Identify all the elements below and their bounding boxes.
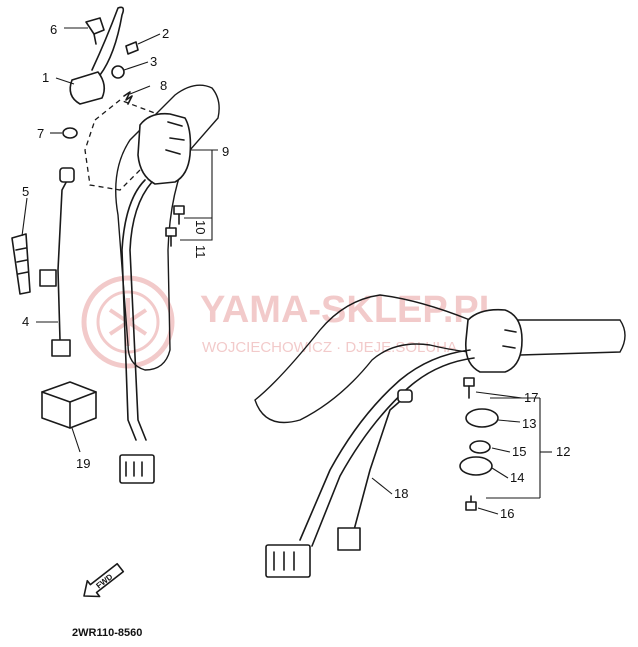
- pivot-bolt-shank: [93, 33, 97, 45]
- callout-3: 3: [150, 54, 157, 69]
- diagram-code: 2WR110-8560: [72, 627, 142, 639]
- callouts: 6 2 3 1 8 7 9 5 10 11 4 19 17 13 12 15 1…: [22, 22, 570, 521]
- callout-2: 2: [162, 26, 169, 41]
- screw-17: [463, 377, 475, 387]
- callout-10: 10: [193, 220, 208, 234]
- callout-9: 9: [222, 144, 229, 159]
- callout-18: 18: [394, 486, 408, 501]
- callout-19: 19: [76, 456, 90, 471]
- callout-12: 12: [556, 444, 570, 459]
- screw-2: [125, 41, 139, 55]
- watermark: YAMA-SKLEP.PL WOJCIECHOWICZ · DJEJE.SOLU…: [81, 275, 502, 369]
- watermark-subtitle: WOJCIECHOWICZ · DJEJE.SOLUHA: [202, 339, 457, 356]
- screw-10: [173, 205, 185, 215]
- wire-18: [353, 395, 407, 531]
- collar-7: [62, 127, 78, 139]
- right-harness-cable: [299, 349, 471, 541]
- wire-lead-4-connector-bottom: [51, 339, 71, 357]
- left-connector-pins: [125, 461, 143, 477]
- wire-18-plug-top: [397, 389, 413, 403]
- spring-8: [123, 91, 133, 105]
- screw-11: [165, 227, 177, 237]
- fwd-arrow-shape: [83, 562, 125, 598]
- right-harness-connector: [265, 544, 311, 578]
- watermark-brand: YAMA-SKLEP.PL: [200, 289, 502, 331]
- callout-4: 4: [22, 314, 29, 329]
- plate-14: [459, 456, 493, 476]
- watermark-logo: [81, 275, 175, 369]
- callout-7: 7: [37, 126, 44, 141]
- callout-17: 17: [524, 390, 538, 405]
- left-harness-cable: [121, 179, 146, 441]
- left-switch-housing: [137, 112, 192, 185]
- callout-8: 8: [160, 78, 167, 93]
- clutch-lever: [91, 6, 125, 76]
- washer-15: [469, 440, 491, 454]
- pivot-bolt: [85, 17, 105, 35]
- callout-5: 5: [22, 184, 29, 199]
- lever-phantom-outline: [84, 99, 161, 191]
- leader-lines: [21, 27, 552, 515]
- left-grip-outline: [115, 84, 220, 371]
- nut-3: [111, 65, 125, 79]
- relay-19: [41, 381, 97, 429]
- wire-18-connector: [337, 527, 361, 551]
- bolt-5: [11, 233, 31, 295]
- relay-19-edges: [41, 391, 97, 429]
- callout-13: 13: [522, 416, 536, 431]
- wire-lead-4: [57, 174, 71, 341]
- callout-14: 14: [510, 470, 524, 485]
- fwd-arrow: FWD: [83, 562, 125, 598]
- callout-11: 11: [193, 245, 208, 259]
- bolt-5-thread: [15, 247, 29, 275]
- callout-16: 16: [500, 506, 514, 521]
- right-handlebar-outline: [254, 294, 626, 424]
- right-switch-housing: [464, 308, 523, 373]
- left-harness-cable-b: [129, 181, 153, 441]
- wire-lead-4-connector-mid: [39, 269, 57, 287]
- callout-15: 15: [512, 444, 526, 459]
- lever-holder: [69, 71, 106, 105]
- left-handlebar-assembly: [11, 6, 220, 484]
- right-handlebar-assembly: [254, 294, 626, 578]
- plate-13: [465, 408, 499, 428]
- right-switch-buttons: [502, 329, 517, 349]
- left-switch-buttons: [165, 121, 185, 155]
- screw-16: [465, 501, 477, 511]
- wire-lead-4-plug-top: [59, 167, 75, 183]
- callout-1: 1: [42, 70, 49, 85]
- right-connector-pins: [273, 551, 295, 571]
- callout-6: 6: [50, 22, 57, 37]
- left-harness-connector: [119, 454, 155, 484]
